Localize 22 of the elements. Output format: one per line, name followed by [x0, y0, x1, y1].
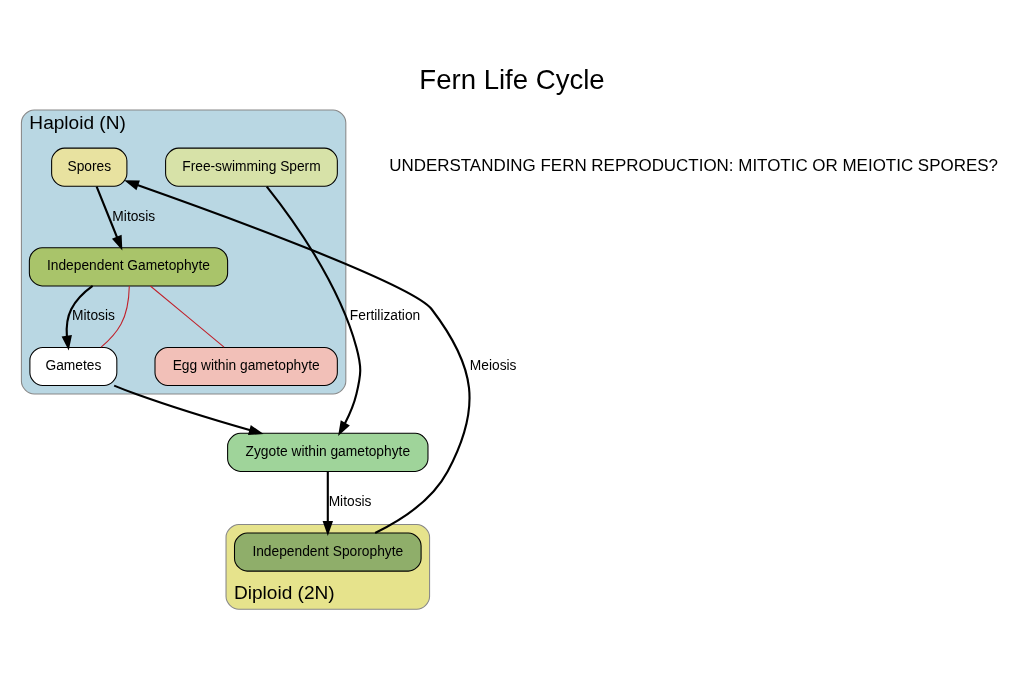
node-box: Spores — [51, 147, 128, 187]
connector — [149, 285, 225, 348]
label: UNDERSTANDING FERN REPRODUCTION: MITOTIC OR MEIOTIC SPORES? — [389, 156, 998, 176]
arrow — [124, 180, 471, 534]
arrow — [61, 285, 94, 351]
node-box: Gametes — [29, 346, 118, 387]
arrow — [113, 384, 264, 436]
edge-label: Fertilization — [349, 308, 421, 324]
arrow — [95, 186, 123, 251]
node-box: Zygote within gametophyte — [227, 432, 429, 472]
node-box: Egg within gametophyte — [154, 346, 338, 387]
edge-label: Mitosis — [112, 208, 156, 224]
diagram-title: Fern Life Cycle — [419, 63, 605, 95]
arrow — [265, 185, 362, 436]
arrow — [322, 471, 333, 536]
edge-label: Mitosis — [72, 308, 115, 324]
node-box: Independent Gametophyte — [28, 247, 229, 287]
edge-label: Meiosis — [469, 358, 517, 374]
node-box: Independent Sporophyte — [234, 532, 422, 572]
connector — [100, 285, 130, 348]
edge-label: Mitosis — [328, 493, 372, 509]
node-box: Free-swimming Sperm — [165, 147, 338, 187]
